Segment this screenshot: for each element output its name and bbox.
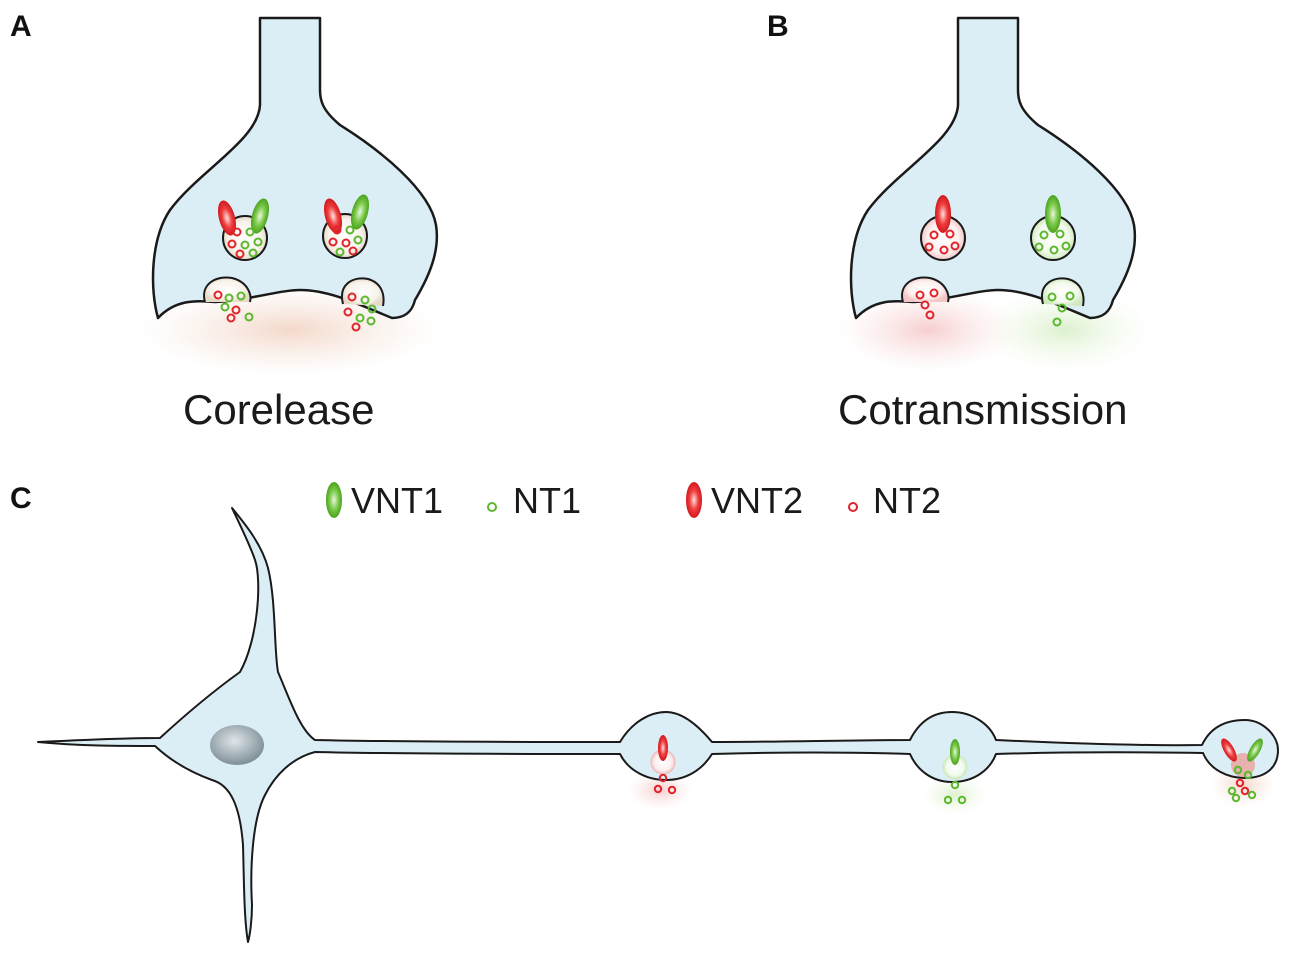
vnt1-transporter <box>250 198 270 234</box>
nt1-cluster <box>1034 229 1071 255</box>
caption-corelease: Corelease <box>183 386 375 433</box>
released-nt2 <box>915 288 939 320</box>
released-nt1 <box>943 780 967 805</box>
vnt2-legend-icon <box>686 482 702 518</box>
legend-vnt2-label: VNT2 <box>711 480 804 521</box>
legend-nt1-label: NT1 <box>513 480 582 521</box>
vnt1-transporter <box>1247 738 1263 762</box>
vnt1-transporter <box>950 739 960 765</box>
released-nt2 <box>653 773 677 795</box>
nt2-legend-icon <box>848 502 858 512</box>
panel-label-b: B <box>767 10 789 43</box>
vnt1-legend-icon <box>326 482 342 518</box>
neuron-outline <box>37 507 1279 943</box>
panel-label-a: A <box>10 10 32 43</box>
caption-cotransmission: Cotransmission <box>838 386 1128 433</box>
vnt2-transporter <box>658 735 668 761</box>
vnt2-transporter <box>1221 738 1237 762</box>
axon-terminal <box>151 16 439 320</box>
neurotransmitter-cluster <box>328 225 363 257</box>
panel-label-c: C <box>10 482 32 515</box>
fusing-vesicle <box>203 276 252 303</box>
released-mixed <box>1227 765 1257 803</box>
nt1-legend-icon <box>487 502 497 512</box>
vnt1-transporter <box>1045 195 1061 233</box>
released-nt1 <box>1047 291 1075 327</box>
legend-nt1: NT1 <box>513 480 581 522</box>
vnt2-transporter <box>217 200 237 236</box>
legend-vnt1: VNT1 <box>351 480 443 522</box>
legend-vnt2: VNT2 <box>711 480 803 522</box>
vnt2-transporter <box>323 198 343 234</box>
legend-vnt1-label: VNT1 <box>351 480 444 521</box>
legend-nt2: NT2 <box>873 480 941 522</box>
nucleus <box>210 725 264 765</box>
legend-nt2-label: NT2 <box>873 480 942 521</box>
release-glow-red <box>838 288 1018 372</box>
panel-b-terminal <box>838 16 1150 372</box>
legend-symbols <box>326 482 858 518</box>
released-neurotransmitters <box>213 290 377 332</box>
panel-c-neuron <box>37 507 1279 943</box>
panel-a-terminal <box>140 16 440 375</box>
fusing-vesicle <box>340 277 385 307</box>
vnt1-transporter <box>350 194 370 230</box>
nt2-cluster <box>924 229 960 255</box>
vnt2-transporter <box>935 195 951 233</box>
neurotransmitter-cluster <box>227 227 263 259</box>
axon-terminal <box>849 16 1137 320</box>
